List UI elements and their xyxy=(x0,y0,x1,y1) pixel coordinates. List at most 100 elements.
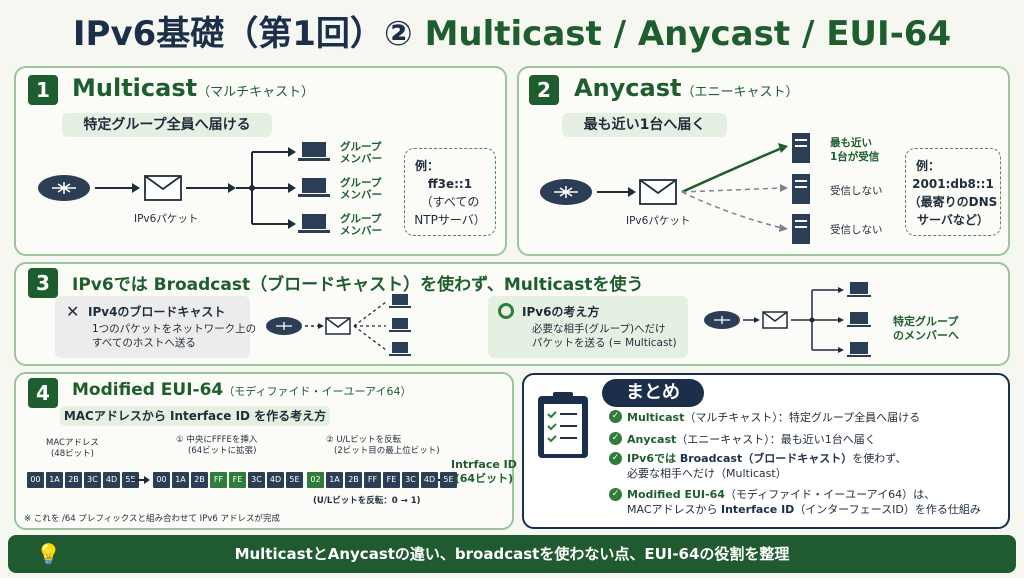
section2-number: 2 xyxy=(529,75,559,105)
envelope-icon xyxy=(762,311,788,329)
eui64-heading-sub: （モディファイド・イーユーアイ64） xyxy=(223,385,412,398)
example-note: （最寄りのDNS xyxy=(908,195,998,209)
step2-label: ② U/Lビットを反転(2ビット目の最上位ビット) xyxy=(326,435,440,456)
laptop-icon xyxy=(389,342,411,356)
check-icon: ✓ xyxy=(609,488,622,501)
x-icon: ✕ xyxy=(66,302,80,321)
multicast-heading: Multicast（マルチキャスト） xyxy=(72,74,314,102)
target-group-label: 特定グループのメンバーへ xyxy=(893,315,959,342)
example-address: ff3e::1 xyxy=(427,177,473,191)
title-part1: IPv6基礎（第1回）② xyxy=(72,14,413,54)
interface-id-label: Intrface ID(64ビット) xyxy=(451,458,517,485)
step1-label: ① 中央にFFFEを挿入(64ビットに拡張) xyxy=(176,435,258,456)
section1-number: 1 xyxy=(28,75,58,105)
multicast-pill: 特定グループ全員へ届ける xyxy=(62,113,272,137)
example-note: （すべての xyxy=(420,195,480,209)
summary-line-1: Multicast（マルチキャスト）：特定グループ全員へ届ける xyxy=(627,411,921,424)
server-icon xyxy=(792,214,810,244)
example-note: NTPサーバ） xyxy=(414,213,486,227)
summary-line-4: Modified EUI-64（モディファイド・イーユーアイ64）は、 MACア… xyxy=(627,488,981,516)
anycast-no-receive-label: 受信しない xyxy=(830,185,883,197)
laptop-icon xyxy=(298,178,330,197)
example-label: 例： xyxy=(916,159,941,173)
laptop-icon xyxy=(389,294,411,308)
final-byte: 02 xyxy=(307,472,324,488)
ext-byte: 2B xyxy=(191,472,208,488)
flip-note: (U/Lビットを反転：0 → 1) xyxy=(313,496,421,506)
anycast-heading: Anycast（エニーキャスト） xyxy=(574,74,799,102)
laptop-icon xyxy=(847,282,871,297)
ext-byte: 5E xyxy=(286,472,303,488)
summary-line-2: Anycast（エニーキャスト）：最も近い1台へ届く xyxy=(627,433,876,446)
ext-byte: 00 xyxy=(153,472,170,488)
circle-icon xyxy=(498,303,514,319)
example-label: 例： xyxy=(415,159,440,173)
section4-number: 4 xyxy=(28,378,58,408)
ext-byte: FF xyxy=(210,472,227,488)
laptop-icon xyxy=(847,312,871,327)
mac-byte: 00 xyxy=(27,472,44,488)
page-title: IPv6基礎（第1回）② Multicast / Anycast / EUI-6… xyxy=(0,6,1024,55)
laptop-icon xyxy=(389,318,411,332)
ipv4-broadcast-desc: 1つのパケットをネットワーク上のすべてのホストへ送る xyxy=(92,323,257,349)
summary-title: まとめ xyxy=(602,379,704,407)
final-byte: 2B xyxy=(345,472,362,488)
router-icon xyxy=(38,175,90,201)
section3-number: 3 xyxy=(28,268,58,298)
broadcast-heading: IPv6では Broadcast（ブロードキャスト）を使わず、Multicast… xyxy=(72,275,644,295)
lightbulb-icon: 💡 xyxy=(36,542,61,566)
envelope-icon xyxy=(325,317,351,335)
ipv6-approach-desc: 必要な相手(グループ)へだけパケットを送る (= Multicast) xyxy=(532,323,677,349)
final-byte: 1A xyxy=(326,472,343,488)
ipv6-approach-box xyxy=(488,296,688,358)
anycast-no-receive-label: 受信しない xyxy=(830,224,883,236)
mac-address-label: MACアドレス(48ビット) xyxy=(46,438,99,459)
laptop-icon xyxy=(298,214,330,233)
eui64-heading-text: Modified EUI-64 xyxy=(72,380,224,400)
footer-text: MulticastとAnycastの違い、broadcastを使わない点、EUI… xyxy=(234,545,790,563)
ipv4-broadcast-box xyxy=(55,296,250,358)
router-icon xyxy=(266,317,302,335)
ext-byte: FE xyxy=(229,472,246,488)
member-label: グループメンバー xyxy=(340,177,382,201)
mac-byte: 1A xyxy=(46,472,63,488)
server-icon xyxy=(792,133,810,163)
check-icon: ✓ xyxy=(609,410,622,423)
member-label: グループメンバー xyxy=(340,141,382,165)
multicast-heading-text: Multicast xyxy=(72,74,198,102)
multicast-heading-sub: （マルチキャスト） xyxy=(197,85,315,100)
multicast-example-box: 例： ff3e::1 （すべての NTPサーバ） xyxy=(404,148,496,236)
anycast-pill: 最も近い1台へ届く xyxy=(562,113,727,137)
ext-byte: 3C xyxy=(248,472,265,488)
anycast-packet-label: IPv6パケット xyxy=(626,215,691,227)
router-icon xyxy=(704,311,740,329)
anycast-panel xyxy=(517,66,1010,256)
final-byte: FF xyxy=(364,472,381,488)
anycast-heading-sub: （エニーキャスト） xyxy=(681,85,799,100)
example-address: 2001:db8::1 xyxy=(912,177,994,191)
anycast-example-box: 例： 2001:db8::1 （最寄りのDNS サーバなど） xyxy=(905,148,1001,236)
ext-byte: 1A xyxy=(172,472,189,488)
router-icon xyxy=(540,179,592,205)
laptop-icon xyxy=(847,342,871,357)
multicast-packet-label: IPv6パケット xyxy=(134,213,199,225)
eui64-pill: MACアドレスから Interface ID を作る考え方 xyxy=(60,406,330,426)
server-icon xyxy=(792,174,810,204)
check-icon: ✓ xyxy=(609,432,622,445)
envelope-icon xyxy=(144,175,182,201)
final-byte: 5E xyxy=(440,472,457,488)
laptop-icon xyxy=(298,142,330,161)
member-label: グループメンバー xyxy=(340,213,382,237)
envelope-icon xyxy=(639,179,677,205)
ipv6-approach-title: IPv6の考え方 xyxy=(522,305,600,319)
final-byte: 3C xyxy=(402,472,419,488)
title-part2: Multicast / Anycast / EUI-64 xyxy=(424,14,952,54)
final-byte: FE xyxy=(383,472,400,488)
